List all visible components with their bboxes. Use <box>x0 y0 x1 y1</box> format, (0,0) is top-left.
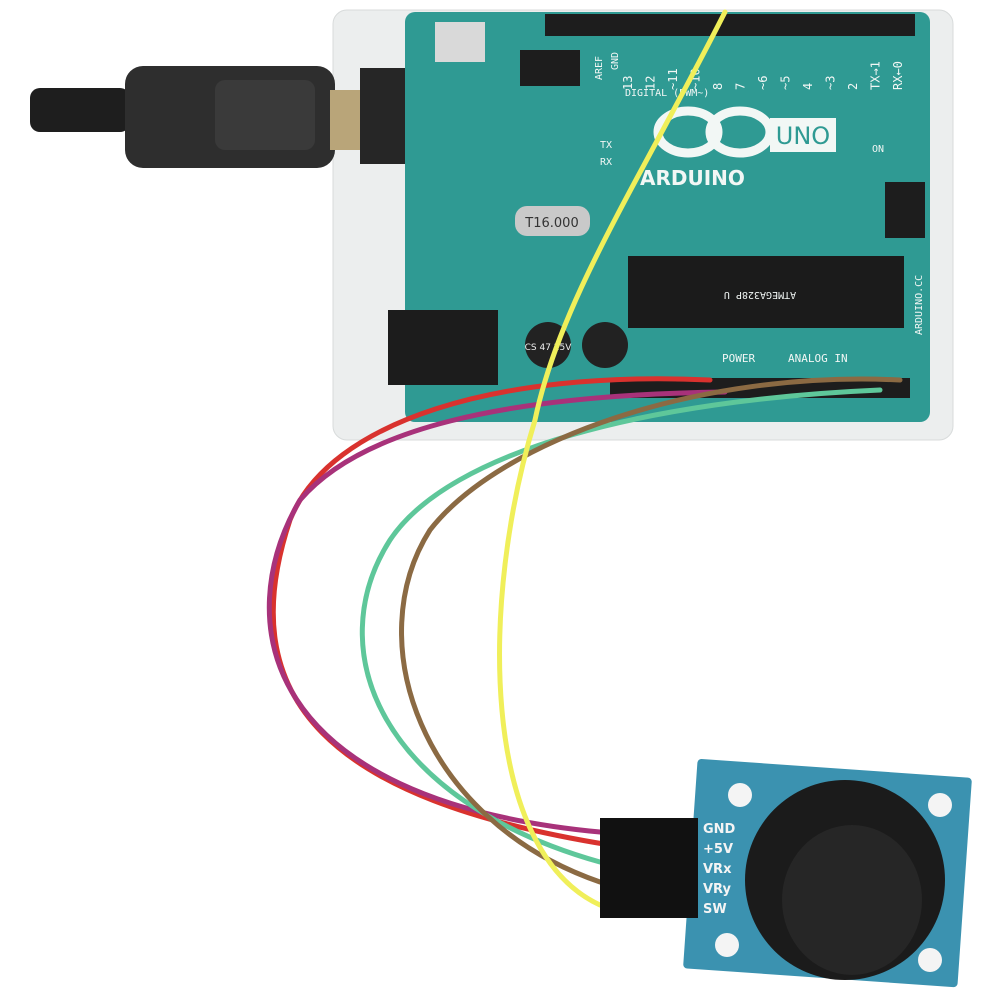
wire-yellow <box>497 9 728 908</box>
pin-label: ~6 <box>756 76 770 90</box>
pin-label: ~11 <box>666 68 680 90</box>
brand-label: ARDUINO <box>640 166 745 190</box>
analog-label: ANALOG IN <box>788 352 848 365</box>
capacitor-label: CS 47 25V <box>525 343 573 353</box>
arduino-board: ATMEGA328P U T16.000 CS 47 25V UNO ARDUI… <box>388 12 930 422</box>
joystick-pin-label: VRy <box>703 882 731 897</box>
model-label: UNO <box>776 122 830 150</box>
joystick-module <box>683 758 972 988</box>
chip-label: ATMEGA328P U <box>724 289 796 300</box>
wire-red <box>270 376 713 848</box>
capacitor-2 <box>582 322 628 368</box>
wire-purple <box>266 389 728 835</box>
rx-label: RX <box>600 157 612 168</box>
pin-label: 2 <box>846 83 860 90</box>
on-label: ON <box>872 144 884 155</box>
pin-label: 12 <box>644 76 658 90</box>
crystal-label: T16.000 <box>524 216 578 231</box>
pin-label: 4 <box>801 83 815 90</box>
wire-brown <box>399 376 903 885</box>
joystick-pin-label: GND <box>703 822 736 837</box>
dupont-connectors <box>600 818 698 918</box>
pin-label: 7 <box>734 83 748 90</box>
website-label: ARDUINO.CC <box>914 275 925 335</box>
jumper-wires <box>266 9 903 908</box>
digital-label: DIGITAL (PWM~) <box>625 88 709 99</box>
pin-label: TX→1 <box>869 61 883 90</box>
joystick-pin-label: SW <box>703 902 727 917</box>
pin-label: 8 <box>711 83 725 90</box>
atmega-chip <box>628 256 904 328</box>
pin-label: ~3 <box>824 76 838 90</box>
joystick-pin-label: +5V <box>703 842 733 857</box>
gnd-label: GND <box>610 52 621 70</box>
aref-label: AREF <box>594 56 605 80</box>
power-jack <box>388 310 498 385</box>
icsp-header <box>885 182 925 238</box>
pin-label: 13 <box>621 76 635 90</box>
power-label: POWER <box>722 352 755 365</box>
pin-label: RX←0 <box>891 61 905 90</box>
uno-badge <box>770 118 836 152</box>
digital-header <box>545 14 915 36</box>
pin-label: ~5 <box>779 76 793 90</box>
joystick-pin-label: VRx <box>703 862 732 877</box>
tx-label: TX <box>600 140 612 151</box>
wire-green <box>359 387 883 865</box>
reset-button <box>435 22 485 62</box>
